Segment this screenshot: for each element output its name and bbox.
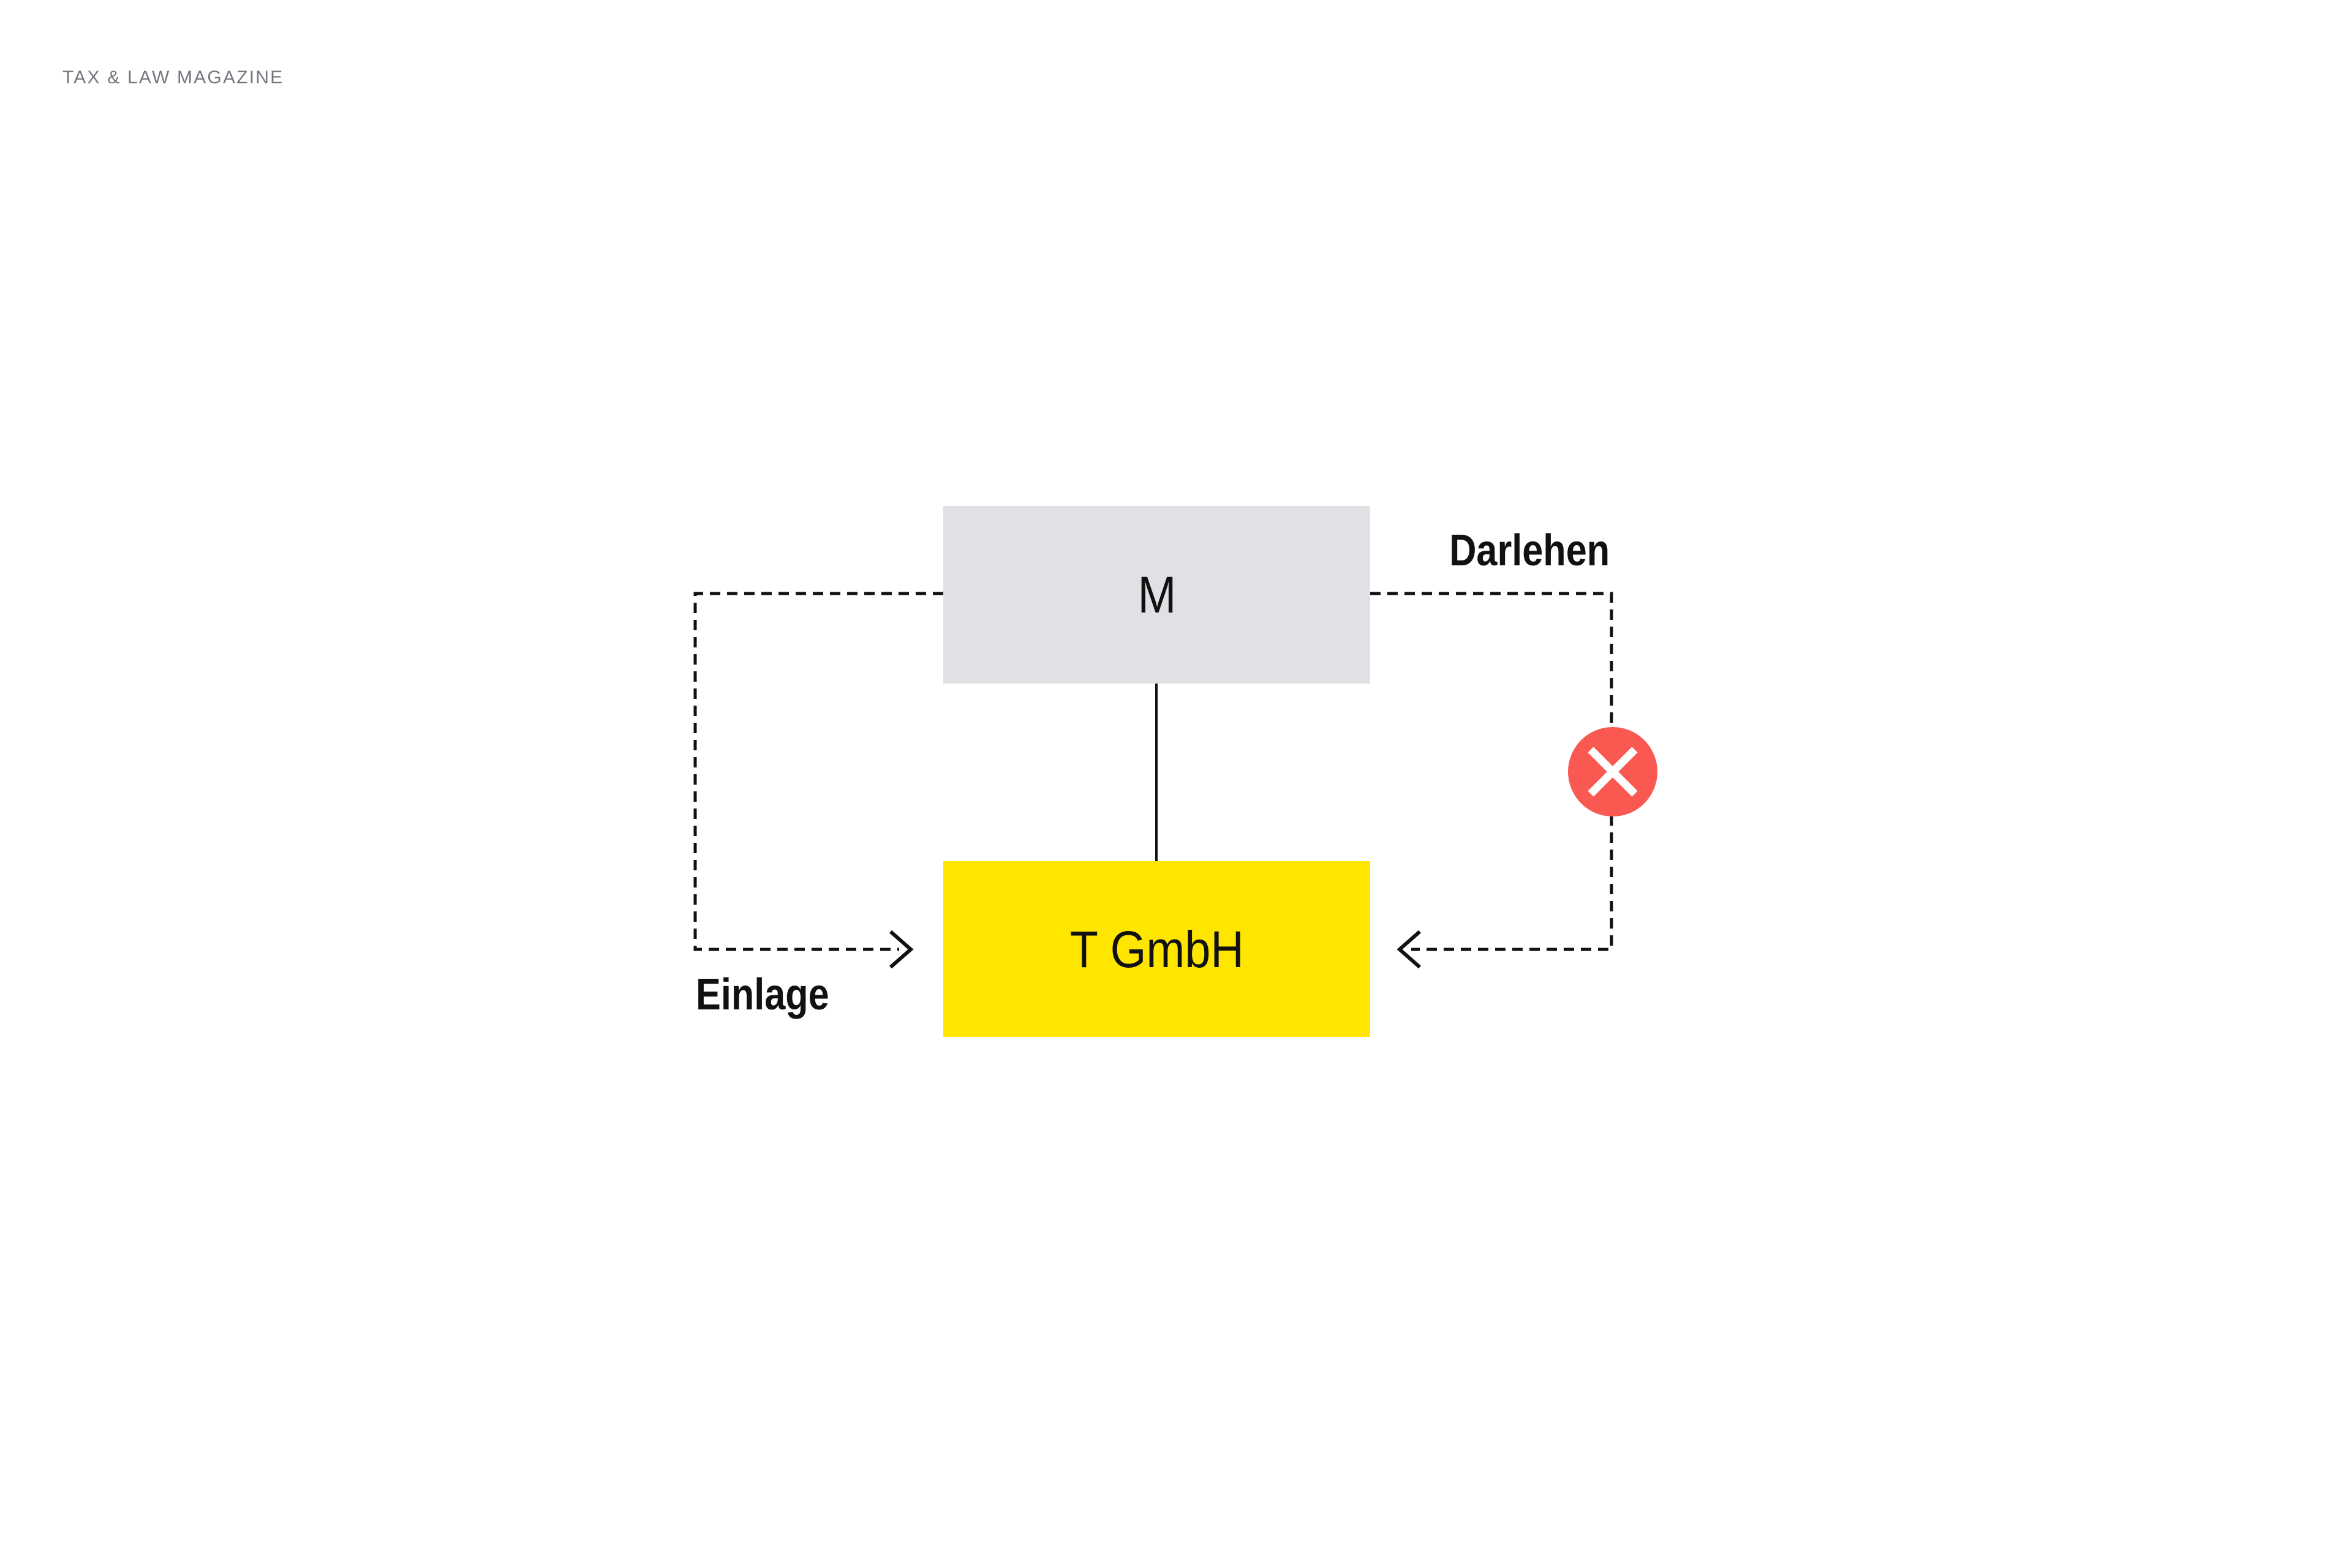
node-t-gmbh-label: T GmbH xyxy=(1069,920,1244,978)
darlehen-flow-label: Darlehen xyxy=(1449,526,1610,575)
blocked-x-stroke xyxy=(1588,747,1638,797)
einlage-arrowhead-icon xyxy=(889,930,914,969)
darlehen-arrowhead-icon xyxy=(1396,930,1421,969)
node-m-box: M xyxy=(943,506,1370,684)
node-t-gmbh-box: T GmbH xyxy=(943,861,1370,1037)
einlage-flow-label: Einlage xyxy=(696,970,829,1019)
magazine-title: TAX & LAW MAGAZINE xyxy=(62,67,284,88)
node-m-label: M xyxy=(1137,566,1176,624)
einlage-dashed-path xyxy=(693,592,943,951)
x-circle-icon xyxy=(1568,727,1657,816)
